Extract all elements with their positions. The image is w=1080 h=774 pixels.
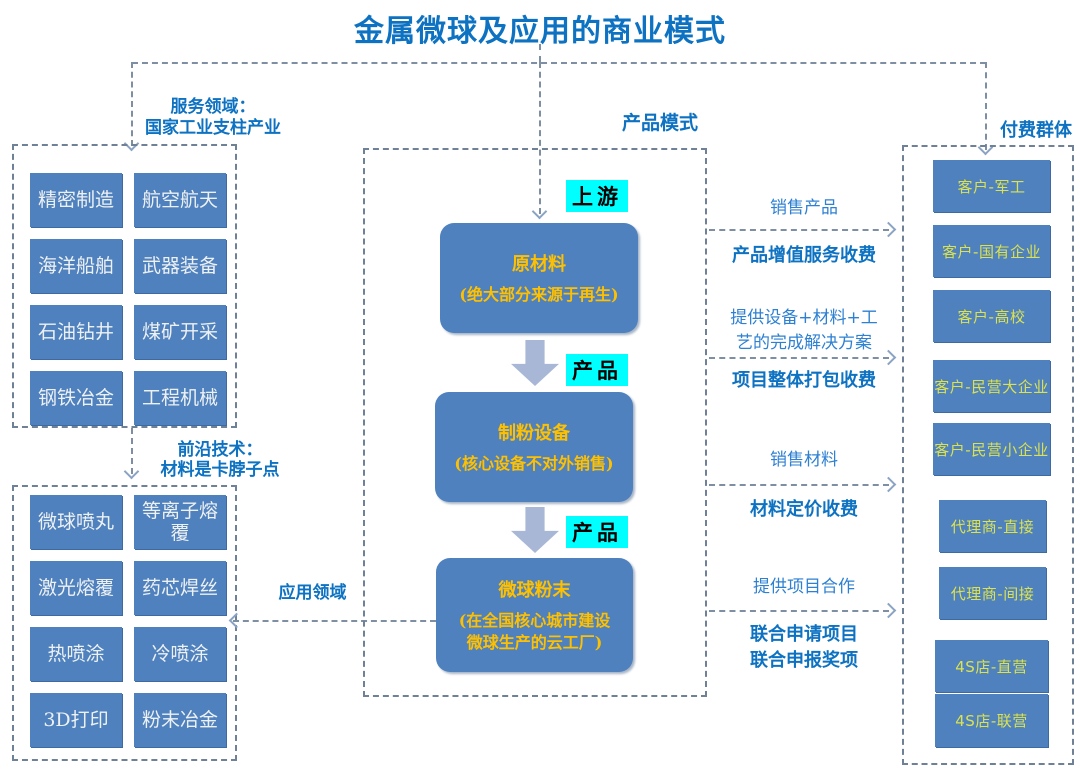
revenue-arrow-line — [709, 357, 889, 359]
paying-groups-panel — [902, 145, 1074, 765]
agent-box: 代理商-间接 — [939, 567, 1046, 619]
service-industry-box: 精密制造 — [30, 173, 122, 227]
raw-material-node: 原材料 (绝大部分来源于再生) — [440, 223, 638, 333]
revenue-fee-text: 材料定价收费 — [750, 499, 858, 520]
revenue-fee-text: 联合申请项目 联合申报奖项 — [750, 624, 858, 671]
revenue-fee-text: 项目整体打包收费 — [732, 370, 876, 391]
service-domains-label-line1: 服务领域： — [170, 97, 256, 117]
revenue-arrow-line — [709, 484, 889, 486]
customer-box: 客户-军工 — [933, 160, 1050, 212]
frontier-tech-box: 等离子熔覆 — [134, 495, 226, 549]
product-mode-panel — [363, 148, 707, 697]
customer-box: 客户-民营大企业 — [933, 360, 1050, 412]
right-drop-line — [985, 62, 987, 150]
frontier-tech-box: 激光熔覆 — [30, 561, 122, 615]
service-industry-box: 航空航天 — [134, 173, 226, 227]
service-domains-label: 服务领域： 国家工业支柱产业 — [118, 97, 308, 139]
arrow-right-icon — [880, 602, 897, 619]
left-mid-drop-line — [131, 428, 133, 474]
customer-box: 客户-民营小企业 — [933, 423, 1050, 475]
application-arrow-line — [233, 620, 436, 622]
powder-equipment-title: 制粉设备 — [498, 423, 570, 444]
frontier-tech-label-line1: 前沿技术： — [177, 440, 263, 460]
product-tag: 产品 — [566, 354, 628, 386]
service-industry-box: 石油钻井 — [30, 305, 122, 359]
customer-box: 客户-高校 — [933, 290, 1050, 342]
paying-groups-label: 付费群体 — [1000, 120, 1072, 141]
service-industry-box: 煤矿开采 — [134, 305, 226, 359]
frontier-tech-label: 前沿技术： 材料是卡脖子点 — [145, 440, 295, 480]
title-connector-line — [539, 44, 541, 62]
raw-material-subtitle: (绝大部分来源于再生) — [459, 285, 619, 304]
service-industry-box: 武器装备 — [134, 239, 226, 293]
frontier-tech-box: 粉末冶金 — [134, 693, 226, 747]
microsphere-powder-node: 微球粉末 (在全国核心城市建设 微球生产的云工厂) — [436, 558, 633, 672]
service-industry-box: 海洋船舶 — [30, 239, 122, 293]
service-domains-label-line2: 国家工业支柱产业 — [145, 118, 281, 138]
revenue-offer-text: 提供项目合作 — [753, 577, 855, 597]
store-box: 4S店-直营 — [935, 640, 1048, 692]
left-drop-line — [131, 62, 133, 146]
powder-equipment-subtitle: (核心设备不对外销售) — [454, 454, 614, 473]
raw-material-title: 原材料 — [512, 254, 566, 275]
application-areas-label: 应用领域 — [278, 583, 347, 603]
frontier-tech-box: 冷喷涂 — [134, 627, 226, 681]
arrow-right-icon — [880, 221, 897, 238]
frontier-tech-panel — [12, 485, 237, 761]
arrow-right-icon — [880, 476, 897, 493]
frontier-tech-box: 药芯焊丝 — [134, 561, 226, 615]
frontier-tech-box: 3D打印 — [30, 693, 122, 747]
revenue-fee-text: 产品增值服务收费 — [732, 245, 876, 266]
product-tag: 产品 — [566, 516, 628, 548]
top-connector-line — [132, 62, 986, 64]
powder-equipment-node: 制粉设备 (核心设备不对外销售) — [435, 392, 633, 502]
agent-box: 代理商-直接 — [939, 500, 1046, 552]
product-mode-label: 产品模式 — [621, 112, 698, 134]
service-industry-box: 工程机械 — [134, 371, 226, 425]
frontier-tech-box: 微球喷丸 — [30, 495, 122, 549]
store-box: 4S店-联营 — [935, 694, 1048, 747]
revenue-arrow-line — [709, 610, 889, 612]
revenue-arrow-line — [709, 229, 889, 231]
upstream-tag: 上游 — [566, 180, 628, 212]
service-domains-panel — [12, 144, 237, 428]
service-industry-box: 钢铁冶金 — [30, 371, 122, 425]
center-drop-line — [539, 62, 541, 214]
service-domains-grid: 精密制造 航空航天 海洋船舶 武器装备 石油钻井 煤矿开采 钢铁冶金 工程机械 — [30, 173, 226, 425]
frontier-tech-box: 热喷涂 — [30, 627, 122, 681]
frontier-tech-label-line2: 材料是卡脖子点 — [160, 460, 280, 480]
customer-box: 客户-国有企业 — [933, 225, 1050, 277]
revenue-offer-text: 销售产品 — [770, 198, 838, 218]
page-title: 金属微球及应用的商业模式 — [354, 14, 726, 49]
frontier-tech-grid: 微球喷丸 等离子熔覆 激光熔覆 药芯焊丝 热喷涂 冷喷涂 3D打印 粉末冶金 — [30, 495, 226, 747]
microsphere-powder-subtitle: (在全国核心城市建设 微球生产的云工厂) — [458, 611, 611, 652]
microsphere-powder-title: 微球粉末 — [498, 580, 571, 601]
revenue-offer-text: 提供设备+材料+工 艺的完成解决方案 — [730, 308, 878, 353]
revenue-offer-text: 销售材料 — [770, 450, 838, 470]
arrow-down-icon — [123, 463, 140, 480]
